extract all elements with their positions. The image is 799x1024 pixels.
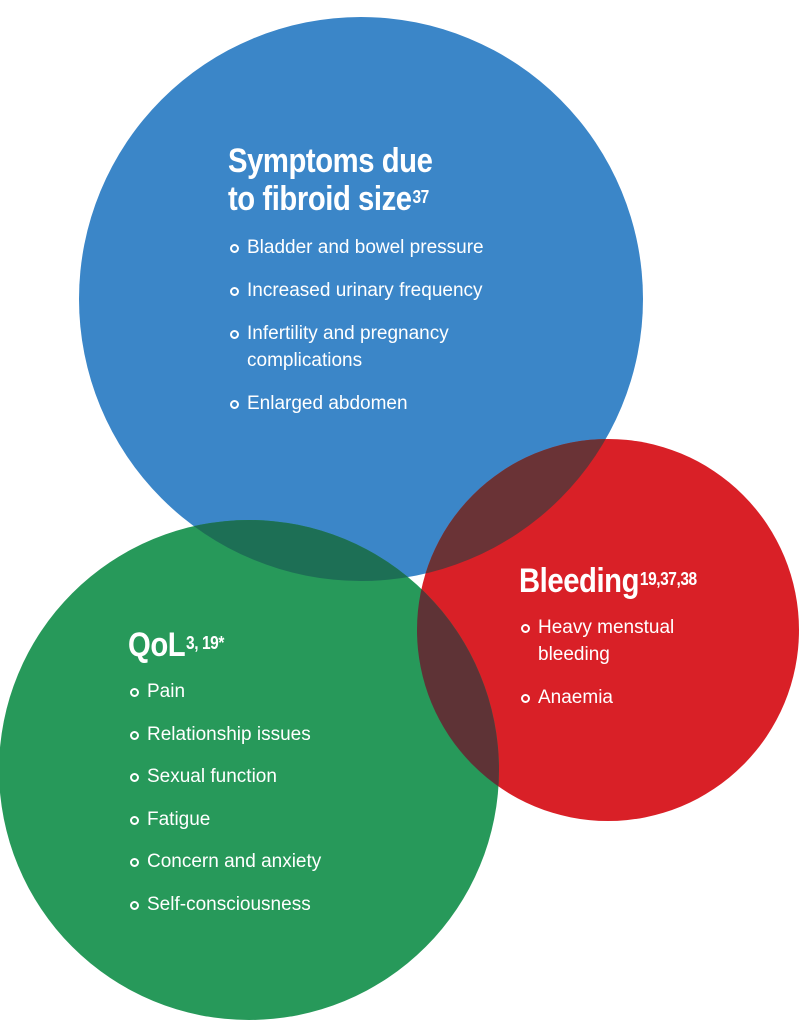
bullet-icon (130, 858, 139, 867)
size-heading: Symptoms due to fibroid size37 (228, 142, 448, 218)
bullet-icon (130, 773, 139, 782)
list-item: Concern and anxiety (128, 848, 321, 875)
list-item: Heavy menstual bleeding (519, 614, 726, 668)
list-item: Relationship issues (128, 721, 321, 748)
bleeding-symptom-list: Heavy menstual bleeding Anaemia (519, 614, 726, 711)
circle-qol (0, 520, 499, 1020)
qol-symptom-list: Pain Relationship issues Sexual function… (128, 678, 321, 918)
list-item-text: Concern and anxiety (147, 851, 322, 872)
list-item: Increased urinary frequency (228, 277, 484, 304)
size-heading-line2: to fibroid size37 (228, 180, 448, 218)
qol-superscript: 3, 19* (186, 633, 224, 653)
bullet-icon (521, 624, 530, 633)
bleeding-group: Bleeding19,37,38 Heavy menstual bleeding … (519, 562, 726, 727)
size-symptoms-group: Symptoms due to fibroid size37 Bladder a… (228, 142, 484, 433)
list-item: Enlarged abdomen (228, 390, 484, 417)
list-item-continuation: bleeding (538, 644, 610, 665)
size-heading-line1: Symptoms due (228, 142, 433, 180)
qol-heading-text: QoL (128, 626, 186, 664)
list-item: Anaemia (519, 684, 726, 711)
bullet-icon (130, 688, 139, 697)
bullet-icon (230, 244, 239, 253)
list-item: Self-consciousness (128, 891, 321, 918)
list-item-text: Heavy menstual (538, 617, 675, 638)
list-item: Bladder and bowel pressure (228, 234, 484, 261)
list-item-text: Increased urinary frequency (247, 280, 483, 301)
qol-group: QoL3, 19* Pain Relationship issues Sexua… (128, 626, 321, 933)
bleeding-heading-text: Bleeding (519, 562, 640, 600)
list-item-continuation: complications (247, 350, 363, 371)
list-item: Infertility and pregnancy complications (228, 320, 484, 374)
list-item-text: Pain (147, 681, 186, 702)
overlap-size-bleeding (417, 439, 643, 581)
bullet-icon (230, 400, 239, 409)
list-item: Sexual function (128, 763, 321, 790)
list-item-text: Infertility and pregnancy (247, 323, 449, 344)
size-superscript: 37 (412, 187, 429, 207)
circle-size (79, 17, 643, 581)
bullet-icon (130, 730, 139, 740)
list-item-text: Relationship issues (147, 723, 311, 745)
list-item-text: Self-consciousness (147, 893, 311, 915)
bullet-icon (230, 330, 239, 339)
list-item-text: Enlarged abdomen (247, 393, 408, 414)
bullet-icon (130, 900, 139, 910)
bleeding-heading: Bleeding19,37,38 (519, 562, 697, 600)
qol-heading: QoL3, 19* (128, 626, 294, 664)
bleeding-superscript: 19,37,38 (639, 569, 697, 589)
list-item-text: Anaemia (538, 687, 613, 708)
list-item-text: Sexual function (147, 766, 277, 787)
list-item-text: Bladder and bowel pressure (247, 237, 484, 258)
bullet-icon (130, 815, 139, 825)
list-item-text: Fatigue (147, 808, 211, 830)
bullet-icon (521, 694, 530, 703)
size-symptom-list: Bladder and bowel pressure Increased uri… (228, 234, 484, 417)
bullet-icon (230, 287, 239, 296)
size-heading-line2-text: to fibroid size (228, 180, 412, 218)
list-item: Pain (128, 678, 321, 705)
list-item: Fatigue (128, 806, 321, 833)
